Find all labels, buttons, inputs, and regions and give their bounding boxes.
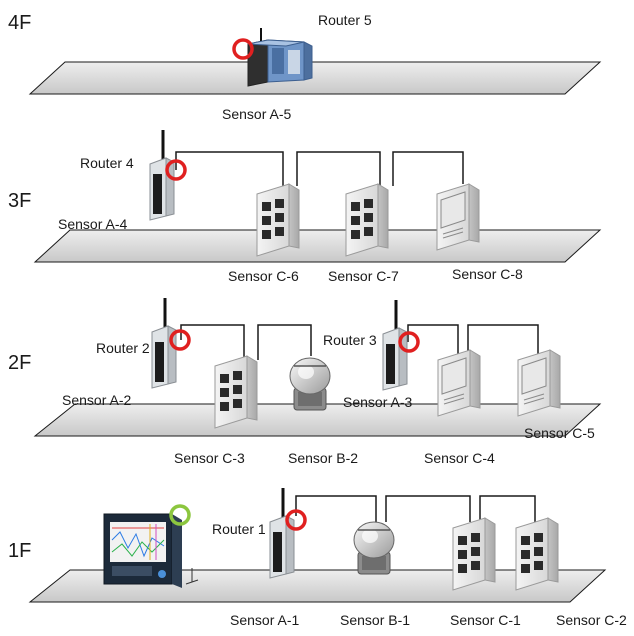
- connection-lines-2f: [180, 324, 539, 360]
- sensor-c8-device: [436, 183, 480, 251]
- router-marker-3: [398, 331, 420, 353]
- floor-label-4f: 4F: [8, 12, 32, 34]
- router-marker-1: [285, 509, 307, 531]
- recorder-marker: [169, 504, 191, 526]
- sensor-a2-label: Sensor A-2: [62, 392, 132, 408]
- router-marker-5: [232, 38, 254, 60]
- floor-plane-4f: [28, 61, 602, 95]
- sensor-c1-device: [452, 517, 496, 591]
- recorder-device: [103, 513, 182, 588]
- sensor-c4-device: [437, 349, 481, 417]
- router-marker-4: [165, 159, 187, 181]
- connection-lines-3f: [175, 151, 464, 186]
- router-marker-2: [169, 329, 191, 351]
- sensor-b1-device: [353, 521, 395, 575]
- sensor-c3-device: [214, 355, 258, 429]
- router-5-device: [247, 28, 313, 87]
- connection-lines-1f: [295, 495, 536, 522]
- sensor-c3-label: Sensor C-3: [174, 450, 245, 466]
- sensor-b2-device: [289, 357, 331, 411]
- sensor-c4-label: Sensor C-4: [424, 450, 495, 466]
- floor-plane-3f: [33, 229, 602, 263]
- sensor-b2-label: Sensor B-2: [288, 450, 359, 466]
- sensor-a1-label: Sensor A-1: [230, 612, 300, 628]
- floor-label-2f: 2F: [8, 352, 32, 374]
- floor-label-3f: 3F: [8, 190, 32, 212]
- sensor-c6-label: Sensor C-6: [228, 268, 299, 284]
- sensor-c6-device: [256, 183, 300, 257]
- sensor-c1-label: Sensor C-1: [450, 612, 521, 628]
- router-1-device: [268, 486, 296, 580]
- router-1-label: Router 1: [212, 521, 266, 537]
- router-4-label: Router 4: [80, 155, 134, 171]
- sensor-c8-label: Sensor C-8: [452, 266, 523, 282]
- sensor-c5-device: [517, 349, 561, 417]
- sensor-c7-device: [345, 183, 389, 257]
- sensor-a5-label: Sensor A-5: [222, 106, 292, 122]
- router-3-label: Router 3: [323, 332, 377, 348]
- sensor-a3-label: Sensor A-3: [343, 394, 413, 410]
- router-3-device: [381, 298, 409, 392]
- antenna-small-icon: [185, 568, 199, 585]
- sensor-c7-label: Sensor C-7: [328, 268, 399, 284]
- floor-label-1f: 1F: [8, 540, 32, 562]
- sensor-a4-label: Sensor A-4: [58, 216, 128, 232]
- router-2-label: Router 2: [96, 340, 150, 356]
- sensor-c5-label: Sensor C-5: [524, 425, 595, 441]
- router-5-label: Router 5: [318, 12, 372, 28]
- sensor-c2-label: Sensor C-2: [556, 612, 627, 628]
- floor-plane-2f: [33, 403, 602, 437]
- sensor-b1-label: Sensor B-1: [340, 612, 411, 628]
- sensor-c2-device: [515, 517, 559, 591]
